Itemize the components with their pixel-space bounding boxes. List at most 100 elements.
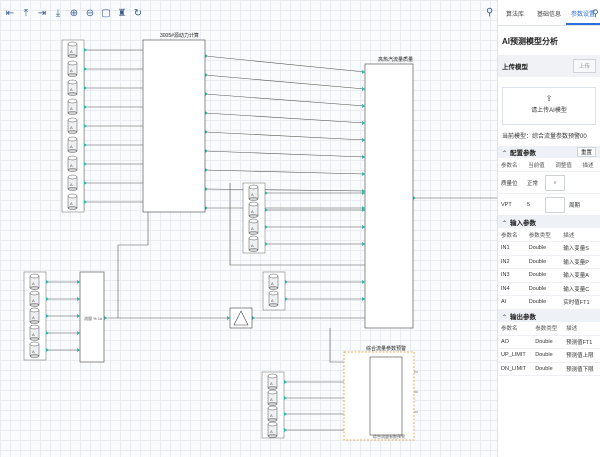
port-icon[interactable] [77, 348, 80, 352]
port-icon[interactable] [362, 297, 365, 301]
data-node[interactable]: A [267, 373, 278, 390]
inputs-section-header[interactable]: ⌃输入参数 [498, 216, 600, 228]
block-steam-quality[interactable] [364, 63, 414, 329]
data-node[interactable]: A [67, 155, 78, 172]
port-icon[interactable] [265, 242, 268, 246]
port-icon[interactable] [284, 396, 287, 400]
data-node[interactable]: A [248, 184, 259, 201]
port-icon[interactable] [284, 380, 287, 384]
upload-button[interactable]: 上传 [572, 59, 596, 73]
config-adjust-select[interactable]: ∨ [545, 174, 565, 191]
port-icon[interactable] [205, 168, 208, 172]
port-icon[interactable] [362, 121, 365, 125]
port-icon[interactable] [46, 280, 49, 284]
port-icon[interactable] [205, 111, 208, 115]
data-node[interactable]: A [67, 60, 78, 77]
port-icon[interactable] [205, 130, 208, 134]
port-icon[interactable] [77, 331, 80, 335]
data-node[interactable]: A [267, 421, 278, 438]
data-node[interactable]: A [248, 218, 259, 235]
port-icon[interactable] [84, 162, 87, 166]
port-icon[interactable] [362, 70, 365, 74]
port-icon[interactable] [84, 124, 87, 128]
data-node[interactable]: A [268, 290, 279, 307]
port-icon[interactable] [77, 280, 80, 284]
port-icon[interactable] [362, 191, 365, 195]
port-icon[interactable] [205, 73, 208, 77]
port-icon[interactable] [84, 105, 87, 109]
align-left-icon[interactable]: ⇤ [5, 8, 15, 19]
data-node[interactable]: A [29, 290, 40, 307]
port-icon[interactable] [205, 206, 208, 210]
data-node[interactable]: A [67, 79, 78, 96]
port-icon[interactable] [205, 54, 208, 58]
port-icon[interactable] [362, 242, 365, 246]
port-icon[interactable] [362, 87, 365, 91]
data-node[interactable]: A [67, 98, 78, 115]
port-icon[interactable] [285, 280, 288, 284]
block-flow[interactable] [79, 271, 105, 363]
zoom-in-icon[interactable]: ⊕ [69, 8, 79, 19]
port-icon[interactable] [362, 104, 365, 108]
tab-basic-info[interactable]: 基础信息 [536, 12, 561, 18]
reset-button[interactable]: 重置 [576, 147, 596, 157]
port-icon[interactable] [46, 297, 49, 301]
port-icon[interactable] [46, 331, 49, 335]
port-icon[interactable] [227, 316, 230, 320]
align-right-icon[interactable]: ⇥ [37, 8, 47, 19]
outputs-section-header[interactable]: ⌃输出参数 [498, 309, 600, 322]
port-icon[interactable] [84, 67, 87, 71]
data-node[interactable]: A [29, 324, 40, 341]
port-icon[interactable] [362, 208, 365, 212]
port-icon[interactable] [285, 297, 288, 301]
trash-icon[interactable]: ♜ [117, 8, 127, 19]
data-node[interactable]: A [67, 193, 78, 210]
port-icon[interactable] [77, 314, 80, 318]
port-icon[interactable] [284, 428, 287, 432]
port-icon[interactable] [84, 48, 87, 52]
port-icon[interactable] [413, 196, 416, 200]
port-icon[interactable] [265, 208, 268, 212]
data-node[interactable]: A [29, 341, 40, 358]
panel-pin-icon[interactable]: ⚲ [592, 8, 599, 18]
data-node[interactable]: A [29, 273, 40, 290]
data-node[interactable]: A [267, 389, 278, 406]
port-icon[interactable] [84, 200, 87, 204]
port-icon[interactable] [104, 316, 107, 320]
port-icon[interactable] [362, 280, 365, 284]
data-node[interactable]: A [248, 235, 259, 252]
reset-icon[interactable]: ↻ [133, 8, 143, 19]
data-node[interactable]: A [67, 174, 78, 191]
port-icon[interactable] [84, 143, 87, 147]
model-dropzone[interactable]: ⇪ 请上传AI模型 [502, 87, 596, 125]
data-node[interactable]: A [268, 273, 279, 290]
data-node[interactable]: A [67, 117, 78, 134]
port-icon[interactable] [77, 297, 80, 301]
align-top-icon[interactable]: ⤒ [23, 8, 29, 19]
data-node[interactable]: A [67, 41, 78, 58]
port-icon[interactable] [252, 316, 255, 320]
port-icon[interactable] [284, 412, 287, 416]
port-icon[interactable] [265, 191, 268, 195]
port-icon[interactable] [205, 149, 208, 153]
port-icon[interactable] [46, 314, 49, 318]
config-section-header[interactable]: ⌃配置参数 重置 [498, 146, 600, 158]
port-icon[interactable] [205, 92, 208, 96]
port-icon[interactable] [362, 138, 365, 142]
data-node[interactable]: A [29, 307, 40, 324]
port-icon[interactable] [362, 155, 365, 159]
port-icon[interactable] [46, 348, 49, 352]
align-bottom-icon[interactable]: ⤓ [55, 8, 61, 19]
port-icon[interactable] [362, 172, 365, 176]
port-icon[interactable] [84, 86, 87, 90]
port-icon[interactable] [205, 187, 208, 191]
port-icon[interactable] [84, 181, 87, 185]
data-node[interactable]: A [67, 136, 78, 153]
block-source-power[interactable] [142, 39, 206, 213]
config-adjust-input[interactable] [545, 196, 565, 213]
tab-algorithm-library[interactable]: 算法库 [505, 12, 524, 18]
data-node[interactable]: A [267, 405, 278, 422]
tab-parameter-settings[interactable]: 参数设置 [566, 4, 600, 25]
fit-icon[interactable]: ▢ [101, 8, 111, 19]
